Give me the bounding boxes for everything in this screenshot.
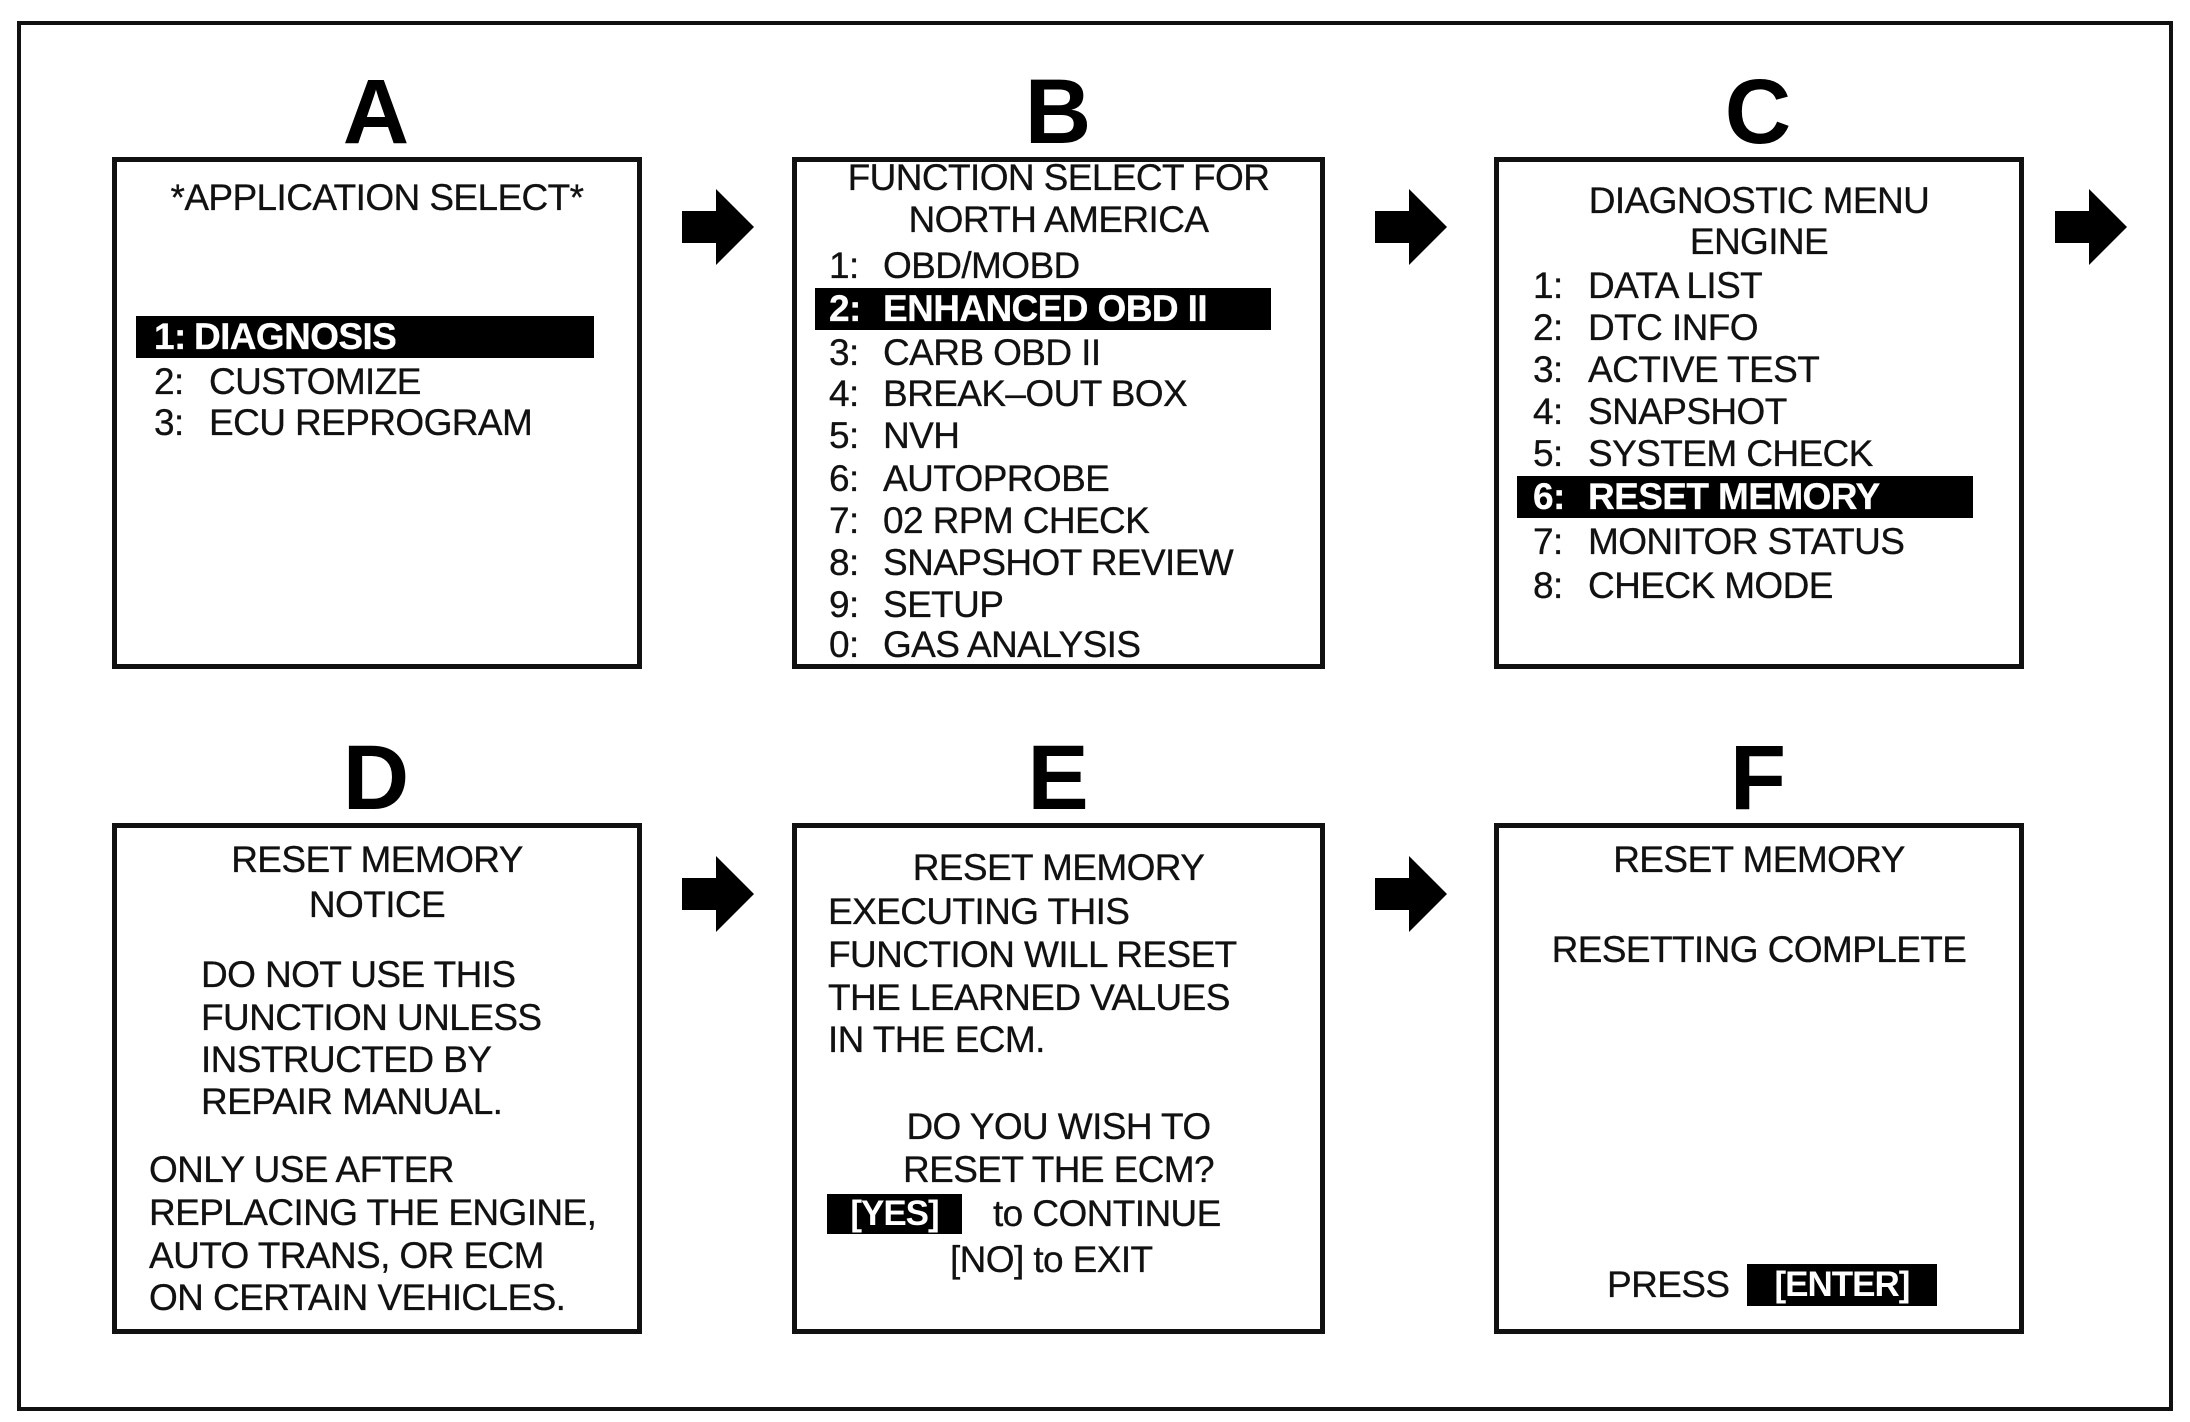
menu-item-label: SNAPSHOT [1588, 391, 1788, 432]
menu-item-label: ECU REPROGRAM [209, 402, 533, 443]
menu-item-label: CHECK MODE [1588, 565, 1834, 606]
warning-line: INSTRUCTED BY [201, 1039, 492, 1080]
menu-item-num: 4: [829, 373, 860, 414]
note-line: ON CERTAIN VEHICLES. [149, 1277, 566, 1318]
menu-item-num: 3: [1533, 349, 1564, 390]
panel-e-letter: E [1027, 727, 1089, 829]
menu-item-num: 8: [1533, 565, 1564, 606]
warning-line: FUNCTION UNLESS [201, 997, 542, 1038]
status-message: RESETTING COMPLETE [1551, 929, 1967, 970]
question-line: RESET THE ECM? [903, 1149, 1215, 1190]
menu-item-num: 8: [829, 542, 860, 583]
body-line: EXECUTING THIS [828, 891, 1130, 932]
menu-item-selected[interactable]: 6: RESET MEMORY [1517, 476, 1973, 518]
panel-a-title: *APPLICATION SELECT* [170, 177, 584, 218]
menu-item-label: DIAGNOSIS [194, 316, 397, 357]
menu-item-num: 1: [1533, 265, 1564, 306]
panel-c-letter: C [1724, 61, 1792, 163]
panel-b-letter: B [1024, 61, 1092, 163]
panel-c-diagnostic-menu: DIAGNOSTIC MENU ENGINE 1: DATA LIST 2: DTC … [1494, 157, 2024, 669]
menu-item-label: SNAPSHOT REVIEW [883, 542, 1234, 583]
menu-item-num: 5: [829, 415, 860, 456]
panel-b-title-line1: FUNCTION SELECT FOR [847, 157, 1271, 198]
panel-d-title-line1: RESET MEMORY [231, 839, 524, 880]
right-arrow-icon [1375, 856, 1447, 932]
panel-d-title-line2: NOTICE [308, 884, 446, 925]
panel-b-function-select: FUNCTION SELECT FOR NORTH AMERICA 1: OBD/… [792, 157, 1325, 669]
menu-item-num: 3: [154, 402, 185, 443]
yes-instruction: to CONTINUE [993, 1193, 1222, 1234]
menu-item-label: CARB OBD II [883, 332, 1101, 373]
right-arrow-icon [2055, 189, 2127, 265]
menu-item-num: 2: [1533, 307, 1564, 348]
no-instruction[interactable]: [NO] to EXIT [950, 1239, 1153, 1280]
warning-line: DO NOT USE THIS [201, 954, 516, 995]
menu-item-diagnosis[interactable]: 1: DIAGNOSIS [136, 316, 594, 358]
panel-f-letter: F [1729, 727, 1787, 829]
menu-item-label: OBD/MOBD [883, 245, 1081, 286]
press-label: PRESS [1607, 1264, 1730, 1305]
right-arrow-icon [682, 189, 754, 265]
note-line: AUTO TRANS, OR ECM [149, 1235, 545, 1276]
menu-item-label: SYSTEM CHECK [1588, 433, 1874, 474]
right-arrow-icon [682, 856, 754, 932]
right-arrow-icon [1375, 189, 1447, 265]
menu-item-label: CUSTOMIZE [209, 361, 422, 402]
panel-b-title-line2: NORTH AMERICA [908, 199, 1209, 240]
menu-item-num: 0: [829, 624, 860, 665]
panel-c-title-line2: ENGINE [1689, 221, 1829, 262]
panel-d-reset-memory-notice: RESET MEMORY NOTICE DO NOT USE THIS FUNC… [112, 823, 642, 1334]
enter-key-button[interactable]: [ENTER] [1747, 1264, 1937, 1306]
warning-line: REPAIR MANUAL. [201, 1081, 503, 1122]
menu-item-label: GAS ANALYSIS [883, 624, 1141, 665]
question-line: DO YOU WISH TO [906, 1106, 1211, 1147]
panel-f-reset-complete: RESET MEMORY RESETTING COMPLETE PRESS [E… [1494, 823, 2024, 1334]
body-line: THE LEARNED VALUES [828, 977, 1231, 1018]
panel-a-application-select: *APPLICATION SELECT* 1: DIAGNOSIS 2: CUS… [112, 157, 642, 669]
menu-item-label: ACTIVE TEST [1588, 349, 1820, 390]
body-line: IN THE ECM. [828, 1019, 1046, 1060]
menu-item-label: NVH [883, 415, 960, 456]
menu-item-label: MONITOR STATUS [1588, 521, 1905, 562]
menu-item-label: 02 RPM CHECK [883, 500, 1150, 541]
menu-item-num: 5: [1533, 433, 1564, 474]
menu-item-num: 4: [1533, 391, 1564, 432]
menu-item-label: SETUP [883, 584, 1004, 625]
menu-item-num: 7: [829, 500, 860, 541]
menu-item-num: 7: [1533, 521, 1564, 562]
menu-item-label: DATA LIST [1588, 265, 1763, 306]
menu-item-label: BREAK–OUT BOX [883, 373, 1188, 414]
note-line: ONLY USE AFTER [149, 1149, 455, 1190]
note-line: REPLACING THE ENGINE, [149, 1192, 597, 1233]
panel-f-title: RESET MEMORY [1613, 839, 1906, 880]
diagram-frame [17, 21, 2173, 1411]
menu-item-num: 1: [154, 316, 187, 357]
panel-a-letter: A [342, 61, 410, 163]
menu-item-num: 2: [154, 361, 185, 402]
menu-item-label: AUTOPROBE [883, 458, 1110, 499]
menu-item-num: 6: [829, 458, 860, 499]
menu-item-label: DTC INFO [1588, 307, 1759, 348]
panel-e-reset-confirm: RESET MEMORY EXECUTING THIS FUNCTION WIL… [792, 823, 1325, 1334]
body-line: FUNCTION WILL RESET [828, 934, 1238, 975]
menu-item-label: ENHANCED OBD II [883, 288, 1208, 329]
panel-d-letter: D [342, 727, 410, 829]
panel-c-title-line1: DIAGNOSTIC MENU [1588, 180, 1930, 221]
menu-item-num: 3: [829, 332, 860, 373]
menu-item-num: 2: [829, 288, 862, 329]
yes-key-button[interactable]: [YES] [827, 1194, 962, 1234]
panel-e-title: RESET MEMORY [912, 847, 1206, 888]
menu-item-num: 1: [829, 245, 860, 286]
menu-item-num: 9: [829, 584, 860, 625]
menu-item-num: 6: [1533, 476, 1566, 517]
menu-item-selected[interactable]: 2: ENHANCED OBD II [815, 288, 1271, 330]
menu-item-label: RESET MEMORY [1588, 476, 1880, 517]
